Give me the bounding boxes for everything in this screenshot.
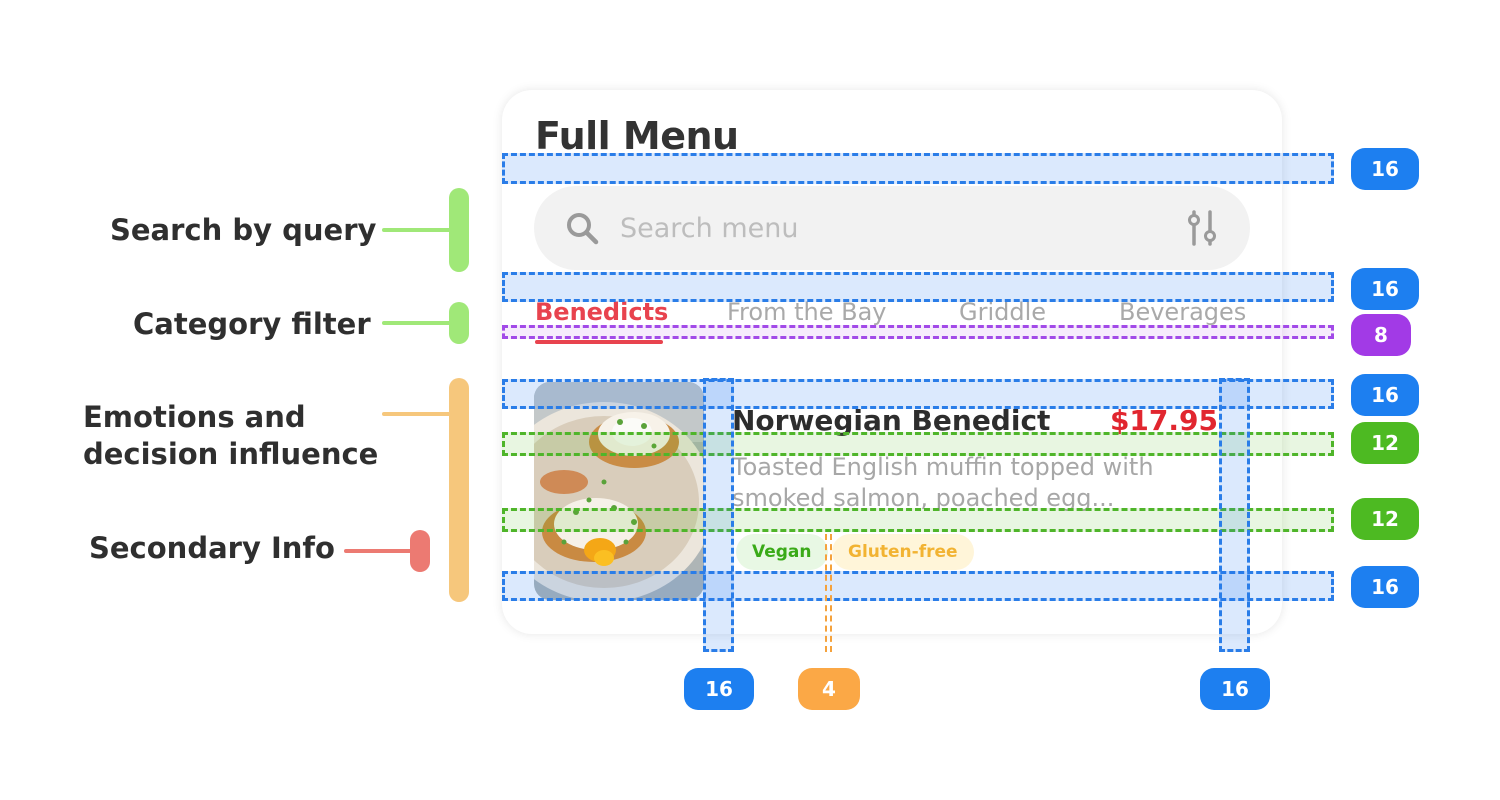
annotation-emotions-label-2: decision influence [83, 437, 379, 471]
spacing-tag-gap-line-right [830, 534, 832, 652]
annotation-emotions-label-1: Emotions and [83, 400, 306, 434]
page-title: Full Menu [535, 114, 739, 158]
badge-desc-tags: 12 [1351, 498, 1419, 540]
badge-tab-gap: 8 [1351, 314, 1411, 356]
search-icon [567, 213, 599, 245]
annotation-category-bar [449, 302, 469, 344]
spacing-title-gap [502, 153, 1334, 184]
category-tabs: Benedicts From the Bay Griddle Beverages [535, 298, 1255, 346]
annotation-secondary-label: Secondary Info [89, 531, 335, 565]
badge-list-bottom: 16 [1351, 566, 1419, 608]
spacing-list-top [502, 379, 1334, 409]
spacing-tag-gap-line-left [825, 534, 827, 652]
active-tab-underline [535, 340, 663, 344]
filter-sliders-icon[interactable] [1184, 208, 1220, 248]
spacing-right-padding [1219, 378, 1250, 652]
annotation-search-label: Search by query [110, 213, 377, 247]
badge-image-gap: 16 [684, 668, 754, 710]
search-bar[interactable] [534, 186, 1250, 270]
spacing-image-gap [703, 378, 734, 652]
spacing-title-desc [502, 432, 1334, 456]
badge-title-desc: 12 [1351, 422, 1419, 464]
tab-beverages[interactable]: Beverages [1119, 298, 1247, 326]
annotation-category-line [382, 321, 458, 325]
menu-card: Full Menu Benedicts From the Bay Griddle… [502, 90, 1282, 634]
annotation-search-line [382, 228, 458, 232]
badge-tag-gap: 4 [798, 668, 860, 710]
item-description: Toasted English muffin topped with smoke… [732, 453, 1154, 512]
annotation-emotions-bar [449, 378, 469, 602]
tag-gluten-free: Gluten-free [832, 534, 974, 570]
badge-search-gap: 16 [1351, 268, 1419, 310]
annotation-emotions-line [382, 412, 458, 416]
search-input[interactable] [620, 208, 1140, 248]
spacing-search-gap [502, 272, 1334, 302]
badge-list-top: 16 [1351, 374, 1419, 416]
spacing-list-bottom [502, 571, 1334, 601]
tab-benedicts[interactable]: Benedicts [535, 298, 669, 326]
tab-griddle[interactable]: Griddle [959, 298, 1047, 326]
item-price: $17.95 [1109, 404, 1218, 437]
spacing-desc-tags [502, 508, 1334, 532]
food-image[interactable] [534, 382, 704, 600]
annotation-secondary-bar [410, 530, 430, 572]
annotation-category-label: Category filter [133, 307, 371, 341]
item-title[interactable]: Norwegian Benedict [732, 404, 1051, 437]
annotation-search-bar [449, 188, 469, 272]
tab-from-the-bay[interactable]: From the Bay [727, 298, 887, 326]
annotation-secondary-line [344, 549, 420, 553]
spacing-tab-gap [502, 325, 1334, 339]
badge-right-padding: 16 [1200, 668, 1270, 710]
badge-title-gap: 16 [1351, 148, 1419, 190]
tag-vegan: Vegan [736, 534, 828, 570]
